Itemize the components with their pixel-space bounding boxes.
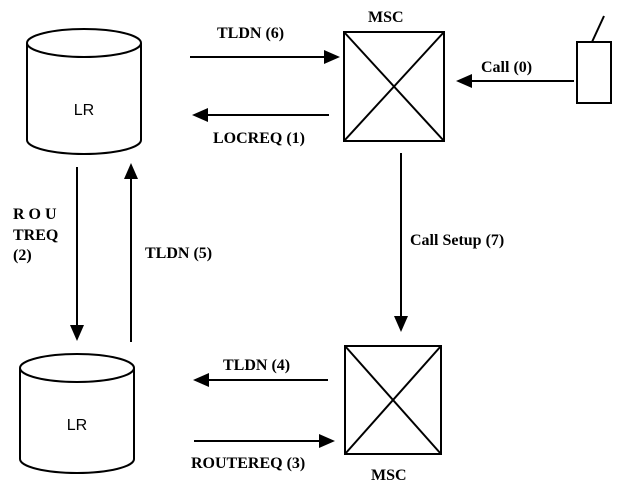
lr-bottom-label: LR — [67, 417, 87, 434]
label-routereq-3: ROUTEREQ (3) — [191, 455, 305, 472]
arrow-routreq-2 — [70, 167, 84, 341]
label-tldn-5: TLDN (5) — [145, 245, 212, 262]
label-routreq-line1: R O U — [13, 206, 57, 223]
label-tldn-6: TLDN (6) — [217, 25, 284, 42]
msc-bottom-label: MSC — [371, 467, 407, 484]
arrow-locreq-1 — [192, 108, 329, 122]
lr-top-label: LR — [74, 102, 94, 119]
arrow-call-setup-7 — [394, 153, 408, 332]
lr-database-top: LR — [26, 28, 142, 155]
msc-top-label: MSC — [368, 9, 404, 26]
arrow-tldn-5 — [124, 163, 138, 342]
label-locreq-1: LOCREQ (1) — [213, 130, 305, 147]
arrow-tldn-4 — [193, 373, 328, 387]
arrow-call-0 — [456, 74, 574, 88]
lr-database-bottom: LR — [19, 353, 135, 474]
arrow-tldn-6 — [190, 50, 340, 64]
label-routreq-line3: (2) — [13, 247, 32, 264]
msc-switch-top — [343, 31, 445, 142]
msc-switch-bottom — [344, 345, 442, 455]
label-call-0: Call (0) — [481, 59, 532, 76]
label-call-setup-7: Call Setup (7) — [410, 232, 504, 249]
mobile-phone-icon — [576, 15, 612, 104]
arrow-routereq-3 — [194, 434, 335, 448]
label-routreq-line2: TREQ — [13, 227, 58, 244]
label-tldn-4: TLDN (4) — [223, 357, 290, 374]
